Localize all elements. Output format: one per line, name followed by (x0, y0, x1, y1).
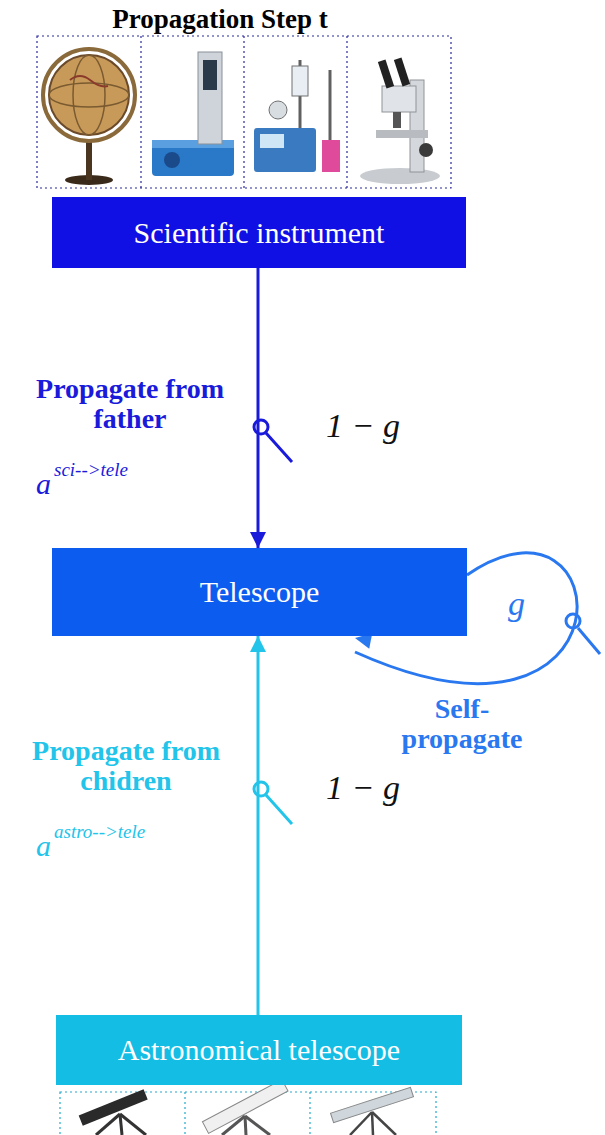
attention-superscript: sci-->tele (54, 460, 194, 481)
attention-superscript: astro-->tele (54, 822, 204, 843)
diagram-title: Propagation Step t (0, 4, 440, 35)
connector (250, 268, 266, 548)
connector (250, 636, 266, 1015)
edge-label: Self-propagate (382, 694, 542, 754)
arrow-head (250, 636, 266, 652)
edge-label: Propagate from father (14, 374, 246, 434)
process-box: Telescope (52, 548, 467, 636)
edge-label: Propagate from chidren (4, 736, 248, 796)
telescope-photos (60, 1080, 436, 1135)
switch-weight: 1 − g (326, 408, 436, 445)
box-label: Scientific instrument (134, 216, 385, 250)
arrow-head (250, 532, 266, 548)
process-box: Scientific instrument (52, 197, 466, 268)
connector-line (257, 636, 260, 1015)
box-label: Astronomical telescope (118, 1033, 400, 1067)
process-box: Astronomical telescope (56, 1015, 462, 1085)
switch-weight: g (508, 586, 538, 623)
connector-line (257, 268, 260, 548)
box-label: Telescope (200, 575, 320, 609)
switch-weight: 1 − g (326, 770, 436, 807)
instrument-photos (37, 36, 451, 188)
